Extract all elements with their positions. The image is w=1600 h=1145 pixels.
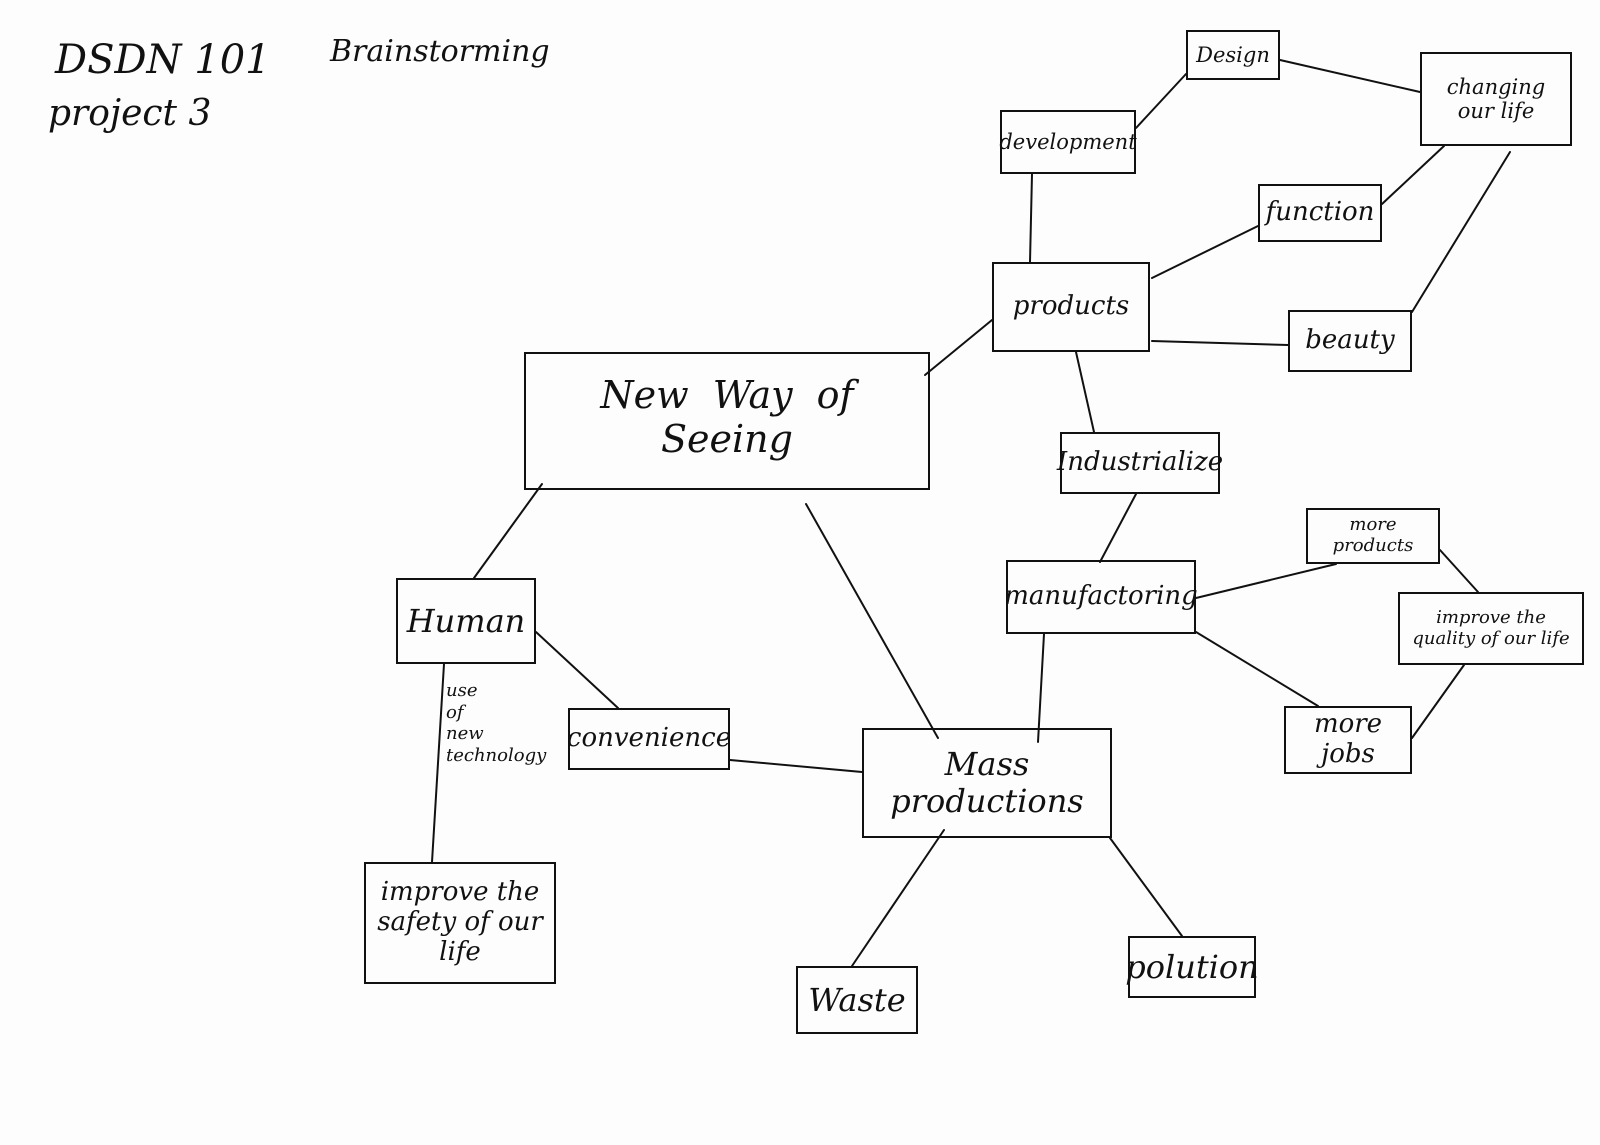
edge-human-improve-safety xyxy=(431,663,445,863)
node-more-jobs: more jobs xyxy=(1284,706,1412,774)
node-mass-productions: Mass productions xyxy=(862,728,1112,838)
node-more-products: more products xyxy=(1306,508,1440,564)
edge-industrialize-manufactoring xyxy=(1099,493,1137,563)
edge-design-changing-life xyxy=(1279,59,1421,93)
project-number: project 3 xyxy=(48,93,212,134)
edge-convenience-mass-productions xyxy=(729,759,863,773)
edge-seeing-products xyxy=(924,319,993,376)
edge-more-products-improve-quality xyxy=(1439,549,1479,593)
edge-mass-productions-waste xyxy=(851,829,945,967)
node-beauty: beauty xyxy=(1288,310,1412,372)
edge-development-design xyxy=(1135,73,1187,129)
edge-products-function xyxy=(1151,225,1259,279)
node-products: products xyxy=(992,262,1150,352)
edge-manufactoring-mass-productions xyxy=(1037,633,1045,743)
node-industrialize: Industrialize xyxy=(1057,432,1223,494)
edge-seeing-mass-productions xyxy=(805,503,939,739)
node-new-way-of-seeing: New Way of Seeing xyxy=(524,352,930,490)
edge-products-development xyxy=(1029,173,1033,263)
edge-manufactoring-more-products xyxy=(1195,563,1337,599)
edge-improve-quality-more-jobs xyxy=(1411,664,1465,739)
edge-manufactoring-more-jobs xyxy=(1195,631,1319,707)
node-polution: polution xyxy=(1125,936,1259,998)
edge-products-beauty xyxy=(1151,340,1289,346)
node-manufactoring: manufactoring xyxy=(1004,560,1198,634)
edge-mass-productions-polution xyxy=(1109,837,1183,937)
edge-human-convenience xyxy=(535,631,619,709)
edge-products-industrialize xyxy=(1075,351,1095,433)
node-changing-our-life: changing our life xyxy=(1420,52,1572,146)
node-improve-quality: improve the quality of our life xyxy=(1398,592,1584,665)
edge-function-changing-life xyxy=(1381,145,1445,205)
node-function: function xyxy=(1258,184,1382,242)
page-title: Brainstorming xyxy=(330,34,550,69)
node-improve-safety: improve the safety of our life xyxy=(364,862,556,984)
edge-beauty-changing-life xyxy=(1411,151,1511,313)
course-code: DSDN 101 xyxy=(55,37,271,83)
node-human: Human xyxy=(396,578,536,664)
edge-seeing-human xyxy=(473,483,543,579)
edge-label-use-of-new-technology: use of new technology xyxy=(446,680,547,766)
node-development: development xyxy=(999,110,1137,174)
node-waste: Waste xyxy=(796,966,918,1034)
node-design: Design xyxy=(1186,30,1280,80)
node-convenience: convenience xyxy=(567,708,731,770)
